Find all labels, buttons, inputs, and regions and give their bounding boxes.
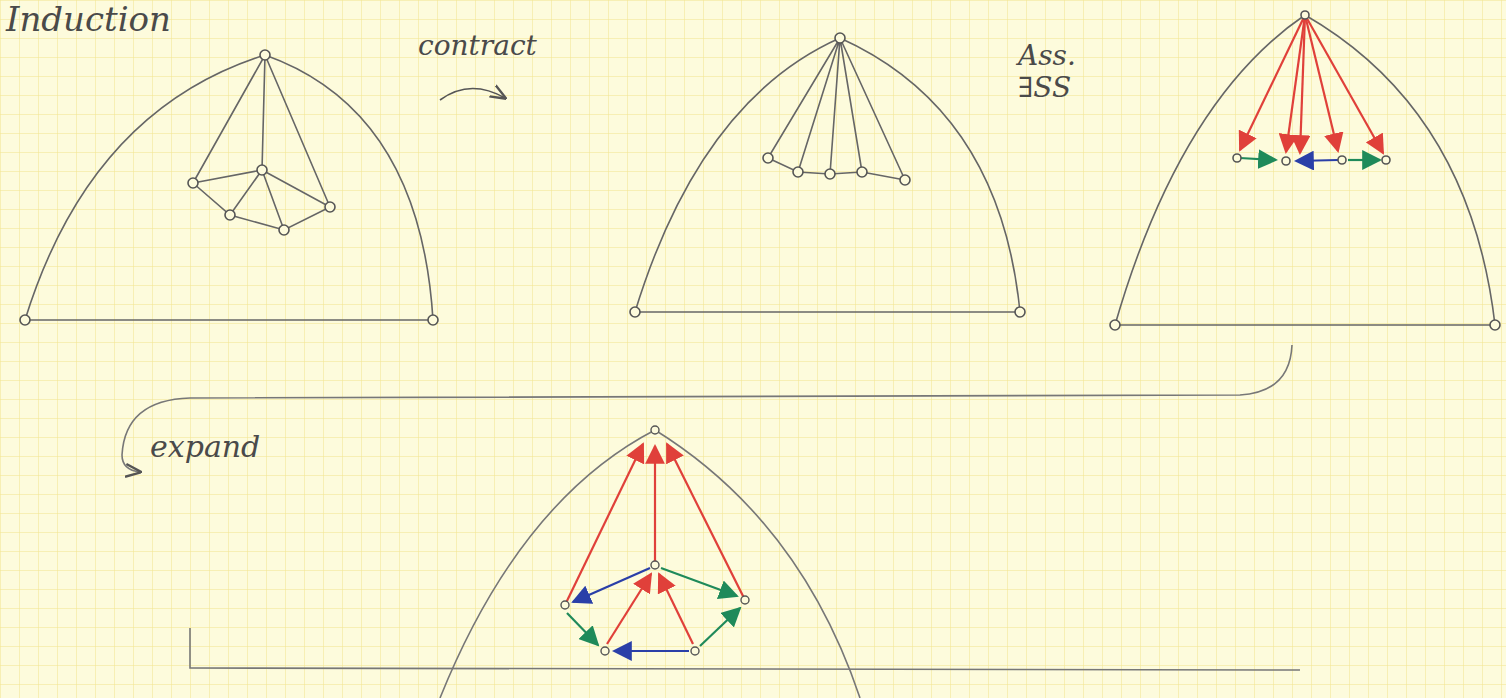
vertices (1110, 11, 1500, 330)
note-label: expand (150, 430, 290, 465)
graph-before (25, 55, 433, 320)
graph-expanded (190, 430, 1300, 698)
vertices (20, 50, 438, 325)
contract-arrow (440, 88, 505, 100)
vertices (561, 426, 749, 655)
expand-arrow (122, 345, 1292, 472)
red-arrows (1240, 15, 1383, 153)
note-label: Ass. ∃SS (1018, 40, 1090, 104)
note-label: contract (418, 30, 568, 62)
heading: Induction (6, 0, 171, 39)
ring-arrows (1240, 158, 1380, 161)
graph-oriented (1115, 15, 1495, 325)
graph-contracted (635, 38, 1020, 312)
expanded-arrows (565, 444, 745, 651)
vertices (630, 33, 1025, 317)
